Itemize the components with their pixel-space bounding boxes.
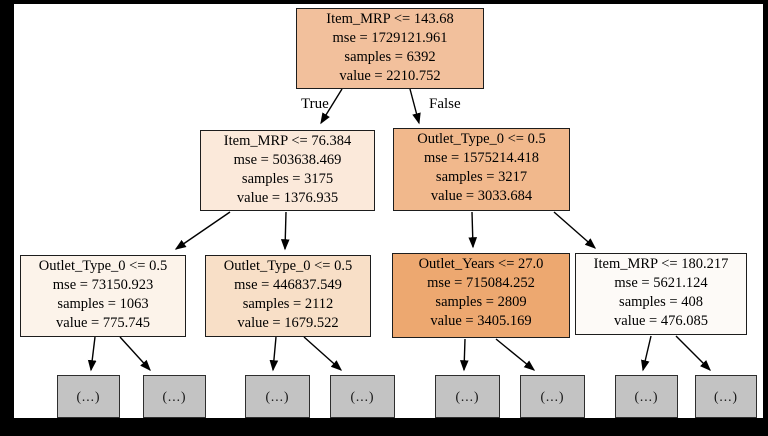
edge: [303, 336, 343, 371]
node-condition: Item_MRP <= 143.68: [326, 11, 454, 27]
node-value: value = 775.745: [56, 315, 150, 331]
node-mse: mse = 73150.923: [52, 277, 154, 293]
node-condition: Outlet_Type_0 <= 0.5: [38, 258, 168, 274]
edge-label-false: False: [429, 96, 461, 112]
edges-layer: [87, 88, 711, 372]
edge-label-true: True: [301, 96, 329, 112]
edge: [87, 336, 97, 372]
leaf-node-6: (...): [520, 375, 585, 418]
edge: [553, 211, 597, 249]
tree-node-l2-3: Outlet_Years <= 27.0 mse = 715084.252 sa…: [392, 253, 570, 338]
node-samples: samples = 3175: [241, 171, 334, 187]
node-samples: samples = 6392: [344, 49, 436, 65]
edge: [174, 211, 231, 250]
leaf-node-3: (...): [245, 375, 310, 418]
node-value: value = 1679.522: [237, 315, 339, 331]
edge: [495, 338, 536, 371]
tree-node-l2-1: Outlet_Type_0 <= 0.5 mse = 73150.923 sam…: [20, 255, 186, 337]
edge: [280, 211, 290, 251]
node-mse: mse = 503638.469: [233, 152, 342, 168]
node-mse: mse = 5621.124: [614, 275, 708, 291]
edge: [675, 335, 711, 371]
leaf-node-5: (...): [435, 375, 500, 418]
node-samples: samples = 3217: [435, 169, 528, 185]
node-value: value = 2210.752: [339, 68, 441, 84]
tree-node-l1-left: Item_MRP <= 76.384 mse = 503638.469 samp…: [200, 130, 375, 211]
leaf-node-8: (...): [695, 375, 757, 418]
tree-node-l2-2: Outlet_Type_0 <= 0.5 mse = 446837.549 sa…: [205, 255, 371, 337]
edge: [468, 211, 478, 249]
node-condition: Item_MRP <= 180.217: [593, 256, 729, 272]
tree-node-l2-4: Item_MRP <= 180.217 mse = 5621.124 sampl…: [575, 253, 747, 335]
node-condition: Outlet_Years <= 27.0: [418, 256, 544, 272]
node-mse: mse = 715084.252: [427, 275, 535, 291]
tree-node-root: Item_MRP <= 143.68 mse = 1729121.961 sam…: [296, 8, 484, 89]
node-condition: Outlet_Type_0 <= 0.5: [223, 258, 353, 274]
edge: [119, 336, 151, 372]
node-samples: samples = 2809: [435, 294, 527, 310]
tree-node-l1-right: Outlet_Type_0 <= 0.5 mse = 1575214.418 s…: [393, 128, 570, 211]
leaf-node-4: (...): [330, 375, 395, 418]
node-mse: mse = 446837.549: [234, 277, 342, 293]
edge: [641, 335, 652, 372]
node-condition: Outlet_Type_0 <= 0.5: [417, 131, 546, 147]
node-value: value = 476.085: [614, 313, 708, 329]
node-condition: Item_MRP <= 76.384: [223, 133, 352, 149]
node-value: value = 3033.684: [430, 188, 533, 204]
node-samples: samples = 1063: [57, 296, 149, 312]
leaf-node-7: (...): [615, 375, 678, 418]
leaf-node-1: (...): [57, 375, 120, 418]
node-samples: samples = 2112: [242, 296, 334, 312]
node-value: value = 1376.935: [236, 190, 339, 206]
edge: [459, 338, 469, 372]
node-mse: mse = 1729121.961: [332, 30, 448, 46]
node-value: value = 3405.169: [430, 313, 532, 329]
leaf-node-2: (...): [143, 375, 206, 418]
edge: [269, 336, 279, 372]
edge-root-false: [409, 88, 421, 125]
node-mse: mse = 1575214.418: [424, 150, 539, 166]
node-samples: samples = 408: [619, 294, 703, 310]
tree-canvas: True False Item_MRP <= 143.68 mse = 1729…: [14, 4, 763, 418]
edge-root-true: [320, 88, 343, 125]
